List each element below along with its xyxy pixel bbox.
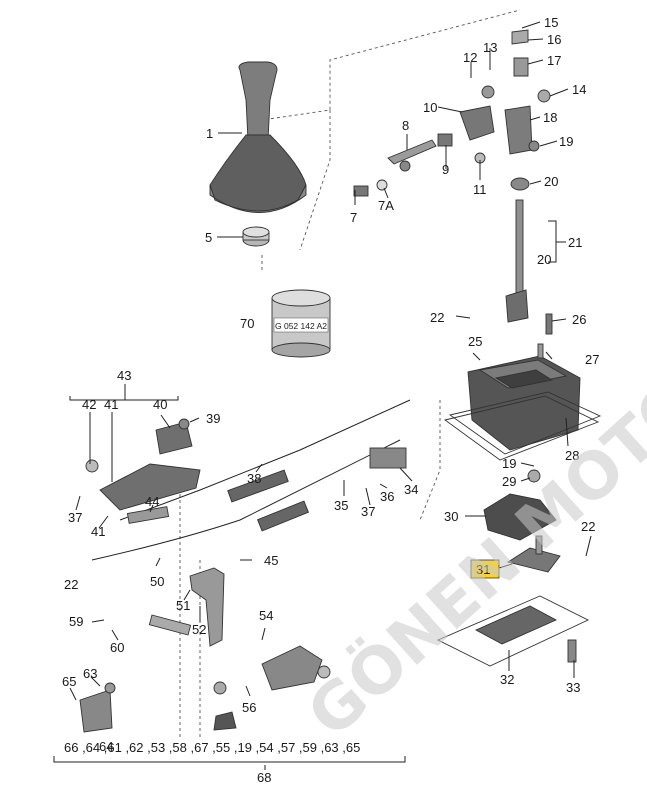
callout-56: 56: [242, 700, 256, 715]
callout-51: 51: [176, 598, 190, 613]
watermark: GÖNEN MOTORS: [293, 300, 647, 752]
callout-37-left: 37: [68, 510, 82, 525]
callout-52: 52: [192, 622, 206, 637]
callout-13: 13: [483, 40, 497, 55]
callout-41: 41: [104, 397, 118, 412]
callout-27: 27: [585, 352, 599, 367]
callout-26: 26: [572, 312, 586, 327]
callout-11: 11: [473, 182, 487, 197]
callout-22-top: 22: [430, 310, 444, 325]
shift-cables: [91, 399, 411, 561]
selector-linkage: [85, 418, 201, 524]
callout-29: 29: [502, 474, 516, 489]
callout-10: 10: [423, 100, 437, 115]
callout-5: 5: [205, 230, 212, 245]
callout-labels: 1 5 70 7 7A 8 9 10 11 12 13 14 15 16 17 …: [62, 15, 599, 785]
callout-15: 15: [544, 15, 558, 30]
pivot-block: [504, 29, 551, 191]
callout-25: 25: [468, 334, 482, 349]
lower-selector-bracket: [79, 567, 331, 733]
leader-lines: [53, 21, 592, 770]
callout-9: 9: [442, 162, 449, 177]
callout-38: 38: [247, 471, 261, 486]
callout-33: 33: [566, 680, 580, 695]
callout-45: 45: [264, 553, 278, 568]
boot-ring: [242, 226, 270, 247]
base-plate-32: [436, 595, 590, 667]
callout-20b: 20: [537, 252, 551, 267]
callout-44: 44: [145, 494, 159, 509]
callout-28: 28: [565, 448, 579, 463]
callout-50: 50: [150, 574, 164, 589]
callout-19b: 19: [502, 456, 516, 471]
sealant-can: G 052 142 A2: [271, 289, 331, 358]
bottom-callout-row: 66 ,64 ,61 ,62 ,53 ,58 ,67 ,55 ,19 ,54 ,…: [64, 740, 360, 755]
callout-19: 19: [559, 134, 573, 149]
callout-43: 43: [117, 368, 131, 383]
callout-12: 12: [463, 50, 477, 65]
callout-54: 54: [259, 608, 273, 623]
sealant-part-number: G 052 142 A2: [275, 321, 327, 331]
callout-36: 36: [380, 489, 394, 504]
callout-40: 40: [153, 397, 167, 412]
callout-14: 14: [572, 82, 586, 97]
callout-1: 1: [206, 126, 213, 141]
shift-rod-linkage: [353, 85, 495, 197]
callout-22-left: 22: [64, 577, 78, 592]
callout-20: 20: [544, 174, 558, 189]
callout-41b: 41: [91, 524, 105, 539]
callout-60: 60: [110, 640, 124, 655]
callout-70: 70: [240, 316, 254, 331]
gear-knob-boot: [209, 61, 307, 213]
callout-63: 63: [83, 666, 97, 681]
callout-22-right: 22: [581, 519, 595, 534]
callout-7a: 7A: [378, 198, 394, 213]
callout-7: 7: [350, 210, 357, 225]
callout-68: 68: [257, 770, 271, 785]
callout-34: 34: [404, 482, 418, 497]
callout-64: 64: [99, 739, 113, 754]
callout-18: 18: [543, 110, 557, 125]
shift-lever-31: [506, 535, 561, 573]
callout-17: 17: [547, 53, 561, 68]
callout-31-highlight: [470, 559, 500, 579]
callout-35: 35: [334, 498, 348, 513]
shift-rod: [505, 199, 529, 323]
callout-30: 30: [444, 509, 458, 524]
callout-59: 59: [69, 614, 83, 629]
callout-42: 42: [82, 397, 96, 412]
callout-65: 65: [62, 674, 76, 689]
callout-8: 8: [402, 118, 409, 133]
callout-39: 39: [206, 411, 220, 426]
callout-31: 31: [476, 562, 490, 577]
callout-32: 32: [500, 672, 514, 687]
callout-21: 21: [568, 235, 582, 250]
shift-bracket-30: [483, 469, 557, 541]
lever-housing: [443, 313, 602, 461]
callout-16: 16: [547, 32, 561, 47]
callout-37-mid: 37: [361, 504, 375, 519]
